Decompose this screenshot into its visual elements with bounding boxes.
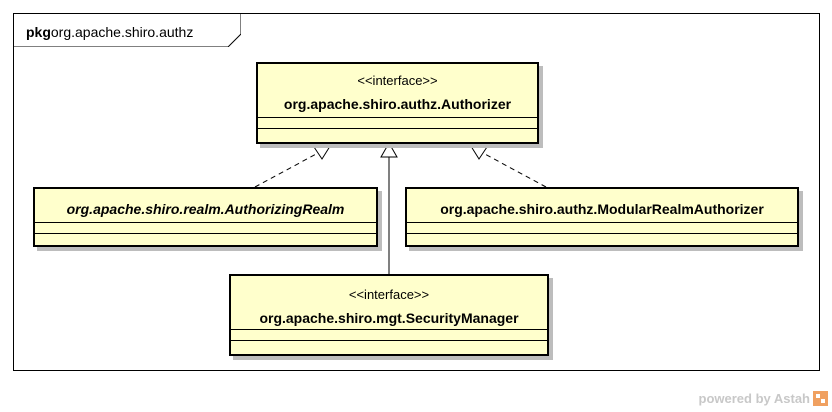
modular-realm-authorizer-operations-compartment xyxy=(407,233,797,234)
security-manager-stereotype: <<interface>> xyxy=(348,287,430,302)
powered-by-label: powered by Astah xyxy=(698,391,810,406)
class-authorizing-realm[interactable]: org.apache.shiro.realm.AuthorizingRealm xyxy=(33,187,378,247)
authorizer-attributes-compartment xyxy=(258,117,537,118)
class-security-manager[interactable]: <<interface>> org.apache.shiro.mgt.Secur… xyxy=(229,274,549,356)
realization-edge-modular-realm-authorizer xyxy=(482,152,547,188)
authorizer-stereotype: <<interface>> xyxy=(357,73,438,88)
package-name: org.apache.shiro.authz xyxy=(50,24,194,40)
astah-logo-icon xyxy=(813,391,828,406)
modular-realm-authorizer-name: org.apache.shiro.authz.ModularRealmAutho… xyxy=(440,201,764,217)
realization-arrowhead-modular-realm-authorizer xyxy=(467,142,488,160)
security-manager-attributes-compartment xyxy=(231,329,547,330)
package-keyword: pkg xyxy=(26,24,51,40)
realization-edge-authorizing-realm xyxy=(254,152,319,188)
authorizer-name: org.apache.shiro.authz.Authorizer xyxy=(283,96,512,112)
realization-arrowhead-authorizing-realm xyxy=(313,142,334,160)
authorizer-operations-compartment xyxy=(258,128,537,129)
class-modular-realm-authorizer[interactable]: org.apache.shiro.authz.ModularRealmAutho… xyxy=(405,187,799,247)
authorizing-realm-attributes-compartment xyxy=(35,222,376,223)
class-authorizer[interactable]: <<interface>> org.apache.shiro.authz.Aut… xyxy=(256,62,539,144)
authorizing-realm-operations-compartment xyxy=(35,233,376,234)
generalization-arrowhead-security-manager xyxy=(380,141,398,158)
package-tab xyxy=(13,13,241,47)
security-manager-operations-compartment xyxy=(231,340,547,341)
package-frame xyxy=(13,13,820,371)
authorizing-realm-name: org.apache.shiro.realm.AuthorizingRealm xyxy=(66,201,345,217)
package-label: pkgorg.apache.shiro.authz xyxy=(26,24,193,40)
security-manager-name: org.apache.shiro.mgt.SecurityManager xyxy=(259,310,519,326)
modular-realm-authorizer-attributes-compartment xyxy=(407,222,797,223)
